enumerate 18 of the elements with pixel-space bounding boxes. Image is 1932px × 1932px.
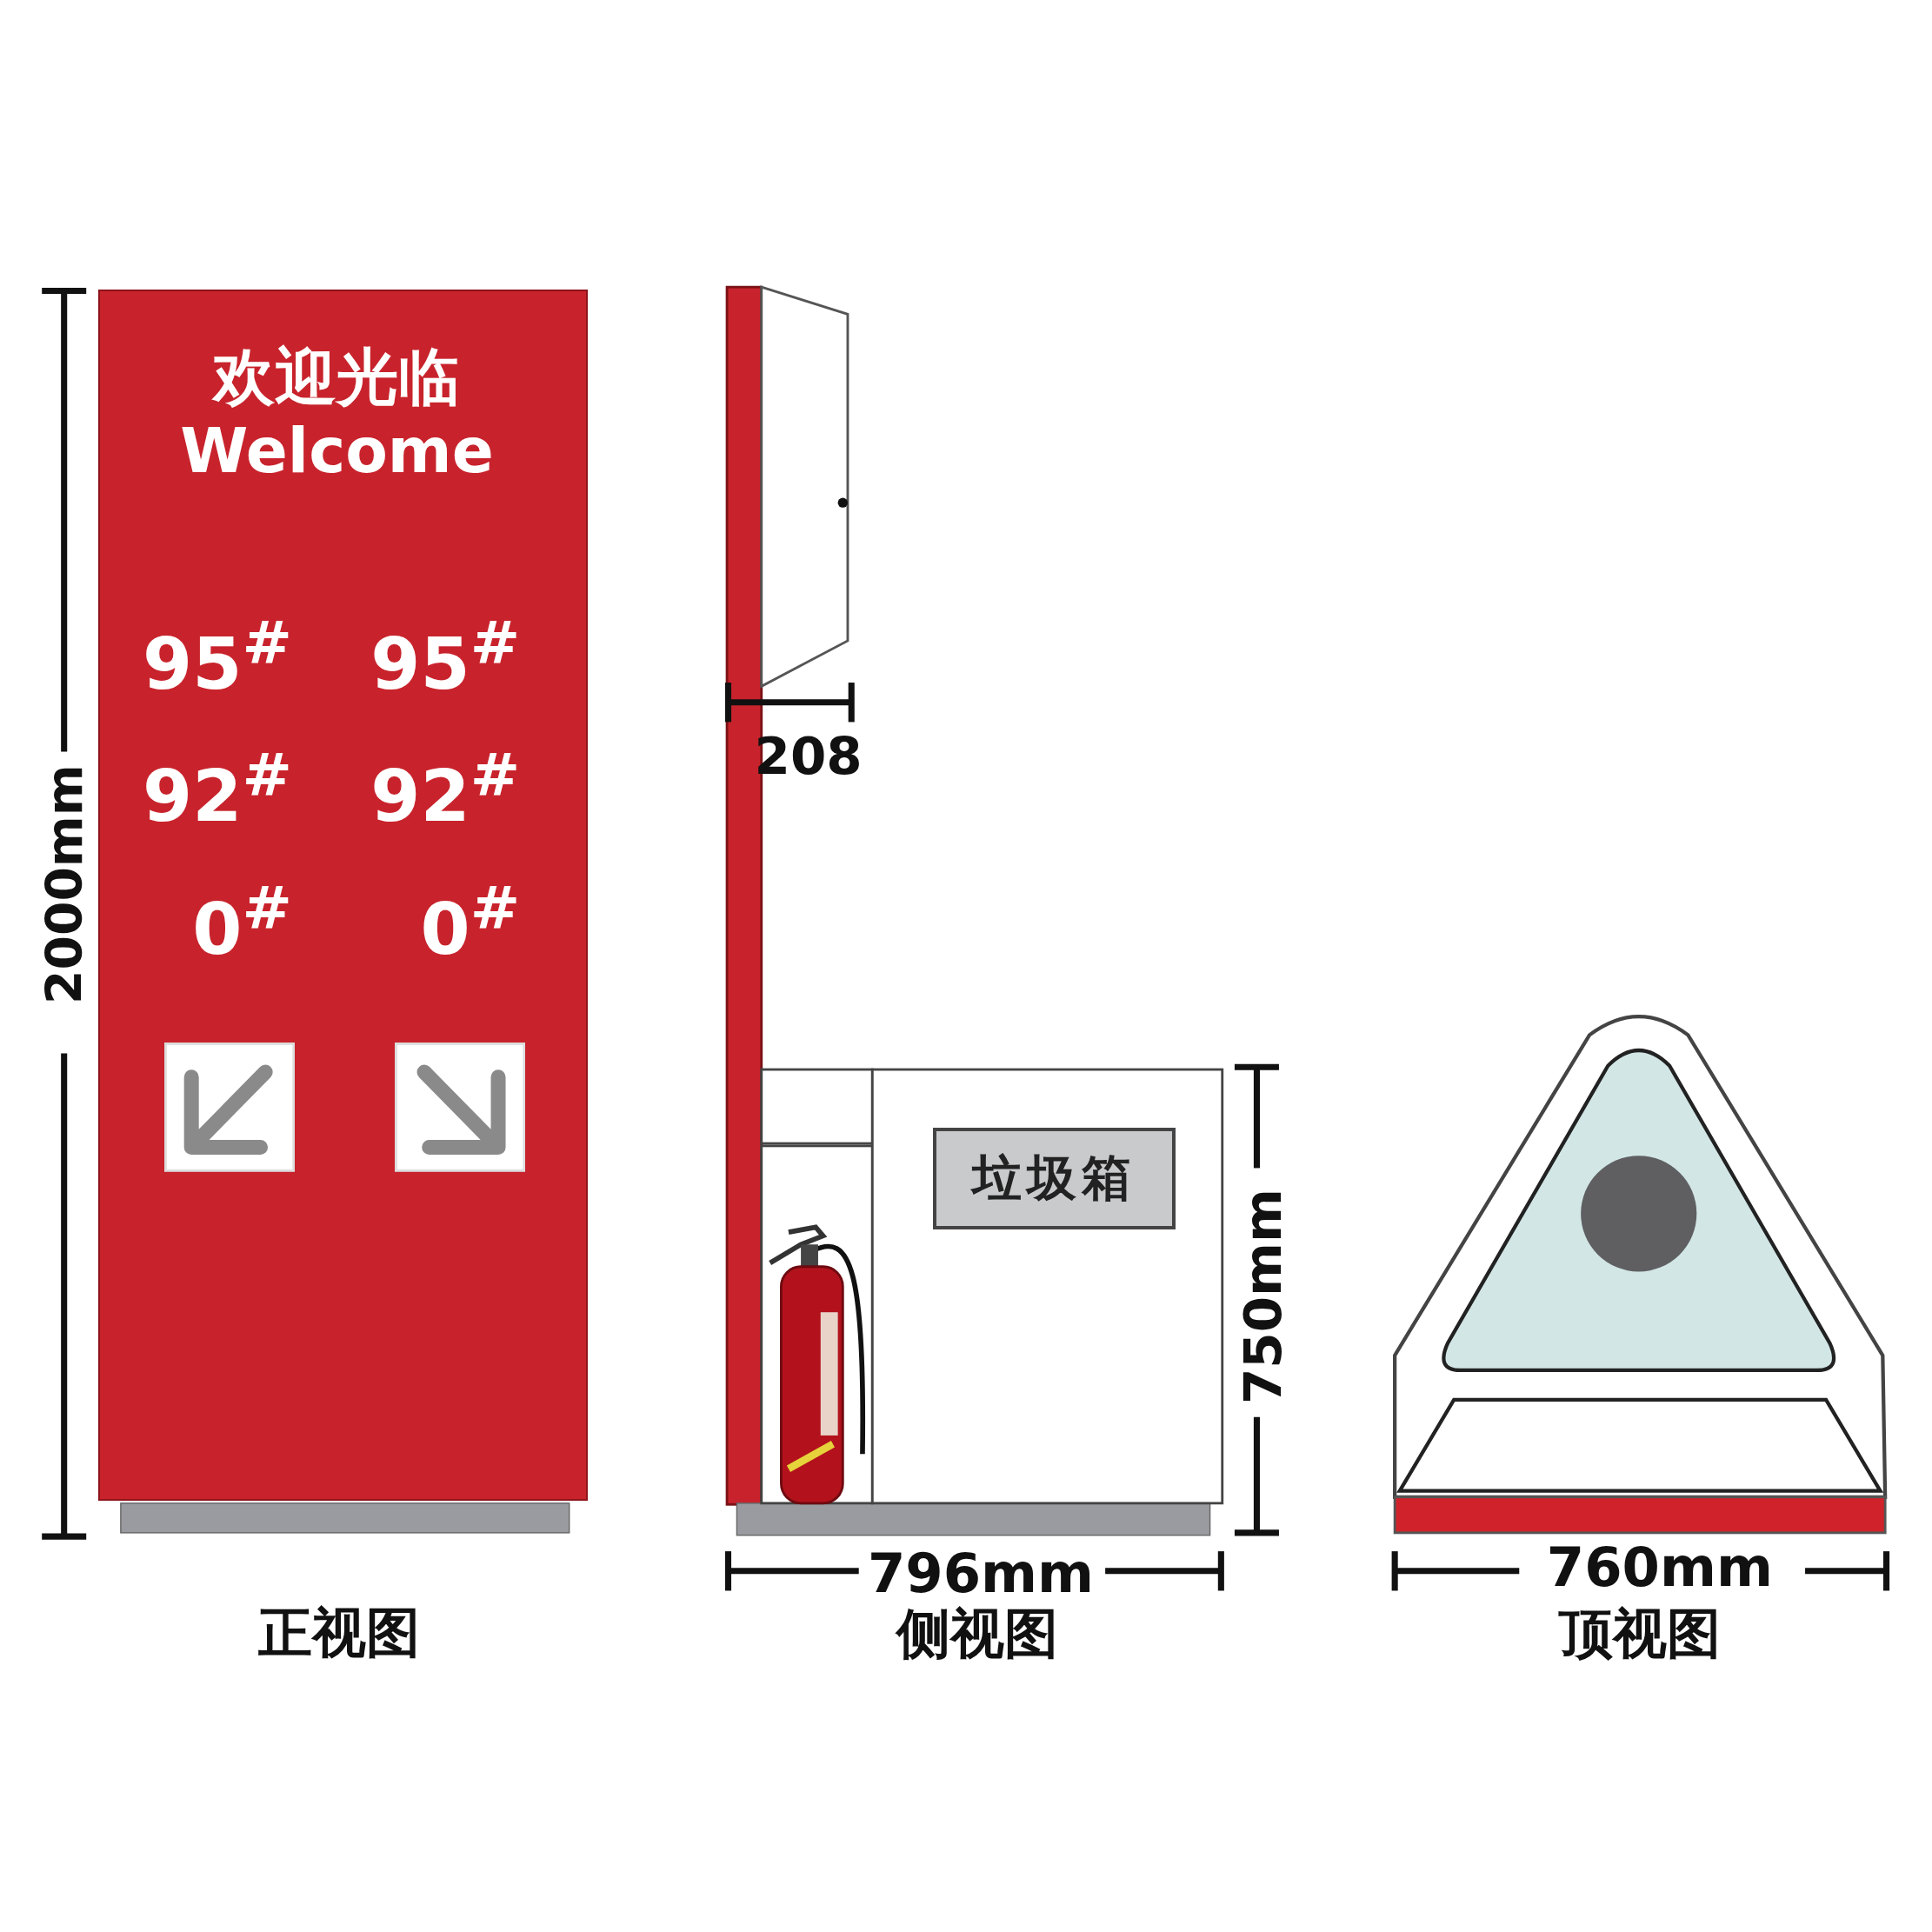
sign-panel <box>98 290 588 1501</box>
dimension-label: 750mm <box>1236 1188 1289 1404</box>
fuel-grade-label: 0$^{#}$ <box>420 878 520 965</box>
view-caption: 侧视图 <box>896 1606 1058 1662</box>
view-caption: 顶视图 <box>1559 1606 1722 1662</box>
dimension-label: 760mm <box>1546 1540 1773 1595</box>
fuel-grade-label: 92$^{#}$ <box>143 745 292 832</box>
dimension-label: 796mm <box>867 1546 1095 1601</box>
dimension-label: 2000mm <box>39 764 90 1005</box>
view-caption: 正视图 <box>257 1605 420 1660</box>
sign-subheading: Welcome <box>180 420 494 483</box>
sign-heading: 欢迎光临 <box>213 346 461 409</box>
fuel-grade-label: 95$^{#}$ <box>143 613 292 701</box>
plate-text: 垃圾箱 <box>972 1147 1136 1208</box>
fuel-grade-label: 95$^{#}$ <box>370 613 520 701</box>
fuel-grade-label: 0$^{#}$ <box>192 878 292 965</box>
label-plate <box>932 1127 1176 1230</box>
fuel-grade-label: 92$^{#}$ <box>370 745 520 832</box>
